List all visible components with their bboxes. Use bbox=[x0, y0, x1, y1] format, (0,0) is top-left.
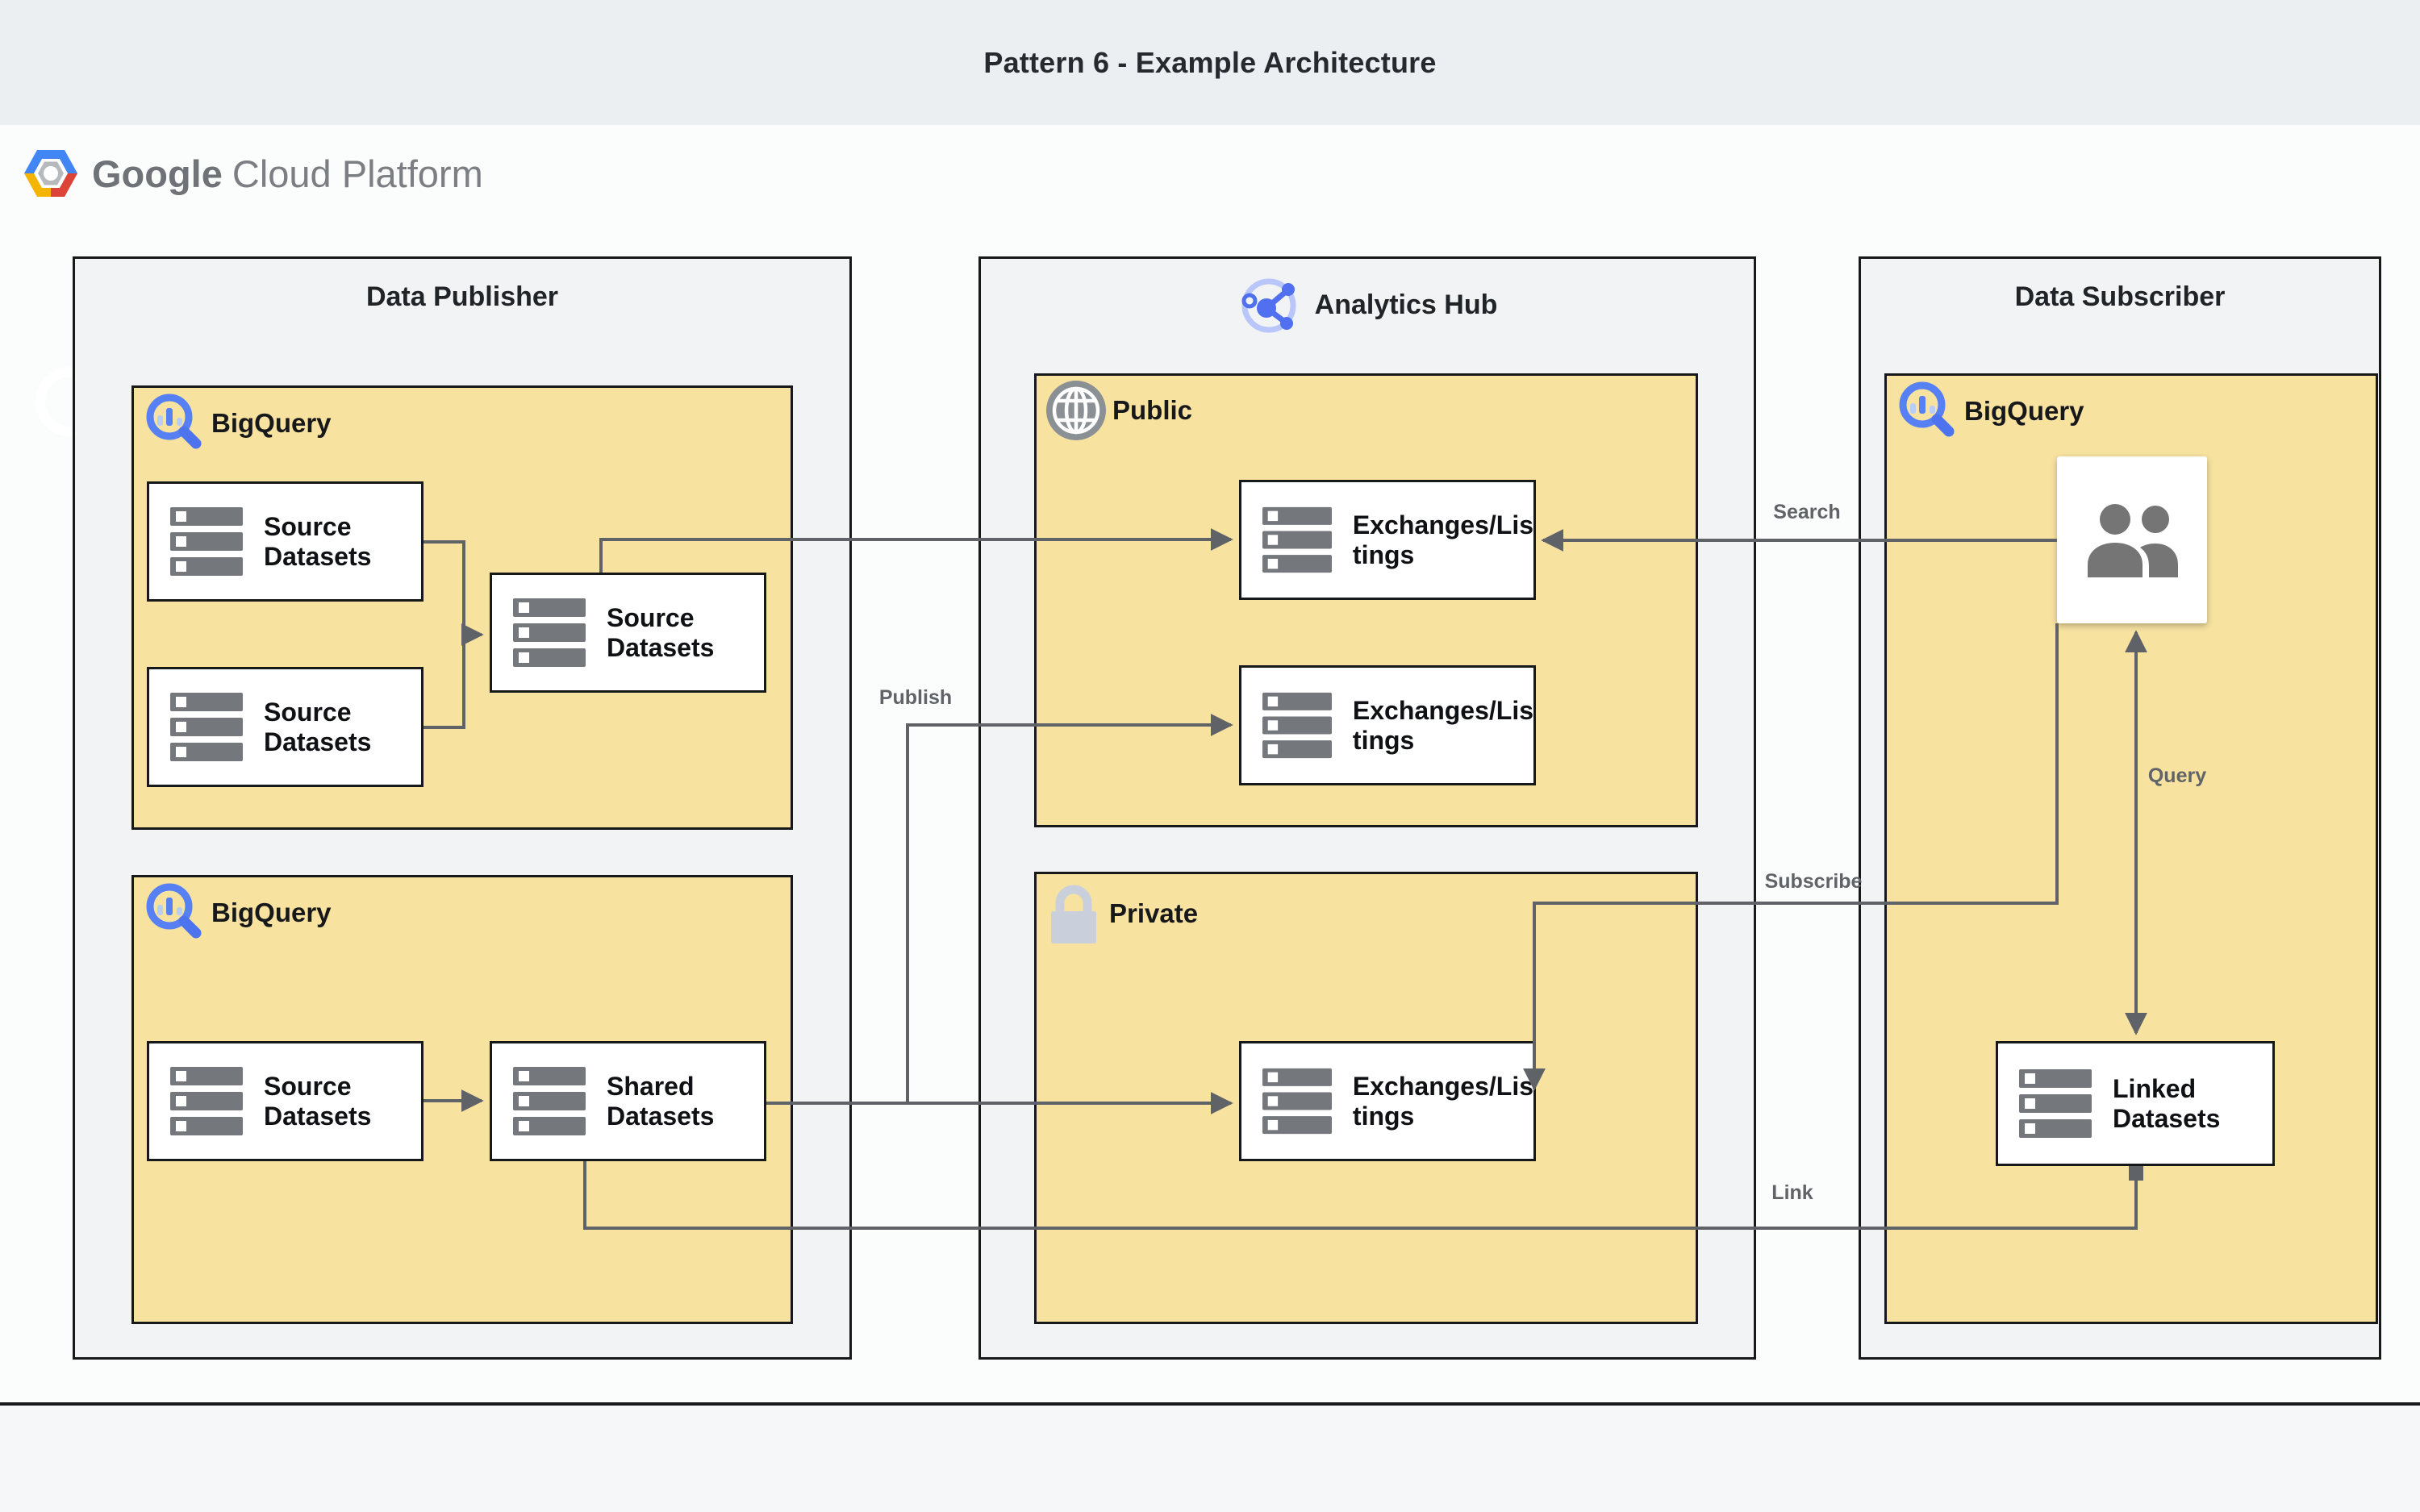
datasets-icon bbox=[513, 598, 586, 667]
node-label: Shared Datasets bbox=[607, 1072, 715, 1131]
bigquery-icon bbox=[146, 394, 202, 449]
bottom-band bbox=[0, 1406, 2420, 1512]
edge-label-subscribe: Subscribe bbox=[1764, 870, 1863, 893]
header-band: Pattern 6 - Example Architecture bbox=[0, 0, 2420, 125]
node-shared-datasets: Shared Datasets bbox=[490, 1041, 766, 1161]
node-exchanges-listings-public-2: Exchanges/Lis tings bbox=[1239, 665, 1536, 785]
node-source-datasets-3: Source Datasets bbox=[147, 1041, 424, 1161]
bigquery-icon bbox=[146, 883, 202, 939]
gcp-product-text: Cloud Platform bbox=[232, 152, 483, 195]
page-title: Pattern 6 - Example Architecture bbox=[983, 45, 1437, 79]
node-label: Exchanges/Lis tings bbox=[1352, 510, 1533, 569]
container-title-data-subscriber: Data Subscriber bbox=[2014, 281, 2226, 312]
node-label: Linked Datasets bbox=[2113, 1074, 2221, 1133]
canvas-bottom-border bbox=[0, 1402, 2420, 1406]
node-source-datasets-1: Source Datasets bbox=[147, 481, 424, 602]
datasets-icon bbox=[170, 692, 243, 761]
node-label: Exchanges/Lis tings bbox=[1352, 1072, 1533, 1131]
datasets-icon bbox=[1262, 506, 1332, 573]
group-label-bigquery: BigQuery bbox=[211, 898, 332, 927]
group-label-bigquery: BigQuery bbox=[1964, 396, 2084, 426]
node-source-datasets-2: Source Datasets bbox=[147, 667, 424, 787]
edge-label-publish: Publish bbox=[878, 686, 953, 709]
datasets-icon bbox=[513, 1066, 586, 1135]
gcp-hexagon-icon bbox=[24, 150, 77, 197]
gcp-brand-text: Google bbox=[92, 152, 223, 195]
bigquery-icon bbox=[1899, 381, 1955, 437]
container-title-data-publisher: Data Publisher bbox=[365, 281, 559, 312]
datasets-icon bbox=[170, 1066, 243, 1135]
node-label: Source Datasets bbox=[264, 698, 372, 756]
node-source-datasets-merged: Source Datasets bbox=[490, 573, 766, 693]
node-exchanges-listings-private: Exchanges/Lis tings bbox=[1239, 1041, 1536, 1161]
group-label-private: Private bbox=[1109, 898, 1199, 928]
node-linked-datasets: Linked Datasets bbox=[1996, 1041, 2275, 1166]
edge-label-query: Query bbox=[2147, 764, 2207, 787]
globe-icon bbox=[1046, 381, 1106, 440]
datasets-icon bbox=[1262, 692, 1332, 758]
node-exchanges-listings-public-1: Exchanges/Lis tings bbox=[1239, 480, 1536, 600]
datasets-icon bbox=[170, 506, 243, 576]
edge-label-search: Search bbox=[1773, 501, 1841, 523]
datasets-icon bbox=[1262, 1068, 1332, 1134]
analytics-hub-icon bbox=[1241, 278, 1296, 333]
datasets-icon bbox=[2019, 1068, 2092, 1138]
lock-icon bbox=[1051, 885, 1096, 943]
node-label: Source Datasets bbox=[264, 512, 372, 571]
group-label-public: Public bbox=[1112, 395, 1193, 425]
group-label-bigquery: BigQuery bbox=[211, 408, 332, 438]
node-label: Source Datasets bbox=[607, 603, 715, 662]
edge-label-link: Link bbox=[1771, 1181, 1813, 1204]
container-title-analytics-hub: Analytics Hub bbox=[1314, 289, 1498, 320]
node-label: Source Datasets bbox=[264, 1072, 372, 1131]
node-label: Exchanges/Lis tings bbox=[1352, 696, 1533, 755]
subscriber-users-card bbox=[2057, 456, 2207, 623]
users-icon bbox=[2088, 503, 2178, 577]
